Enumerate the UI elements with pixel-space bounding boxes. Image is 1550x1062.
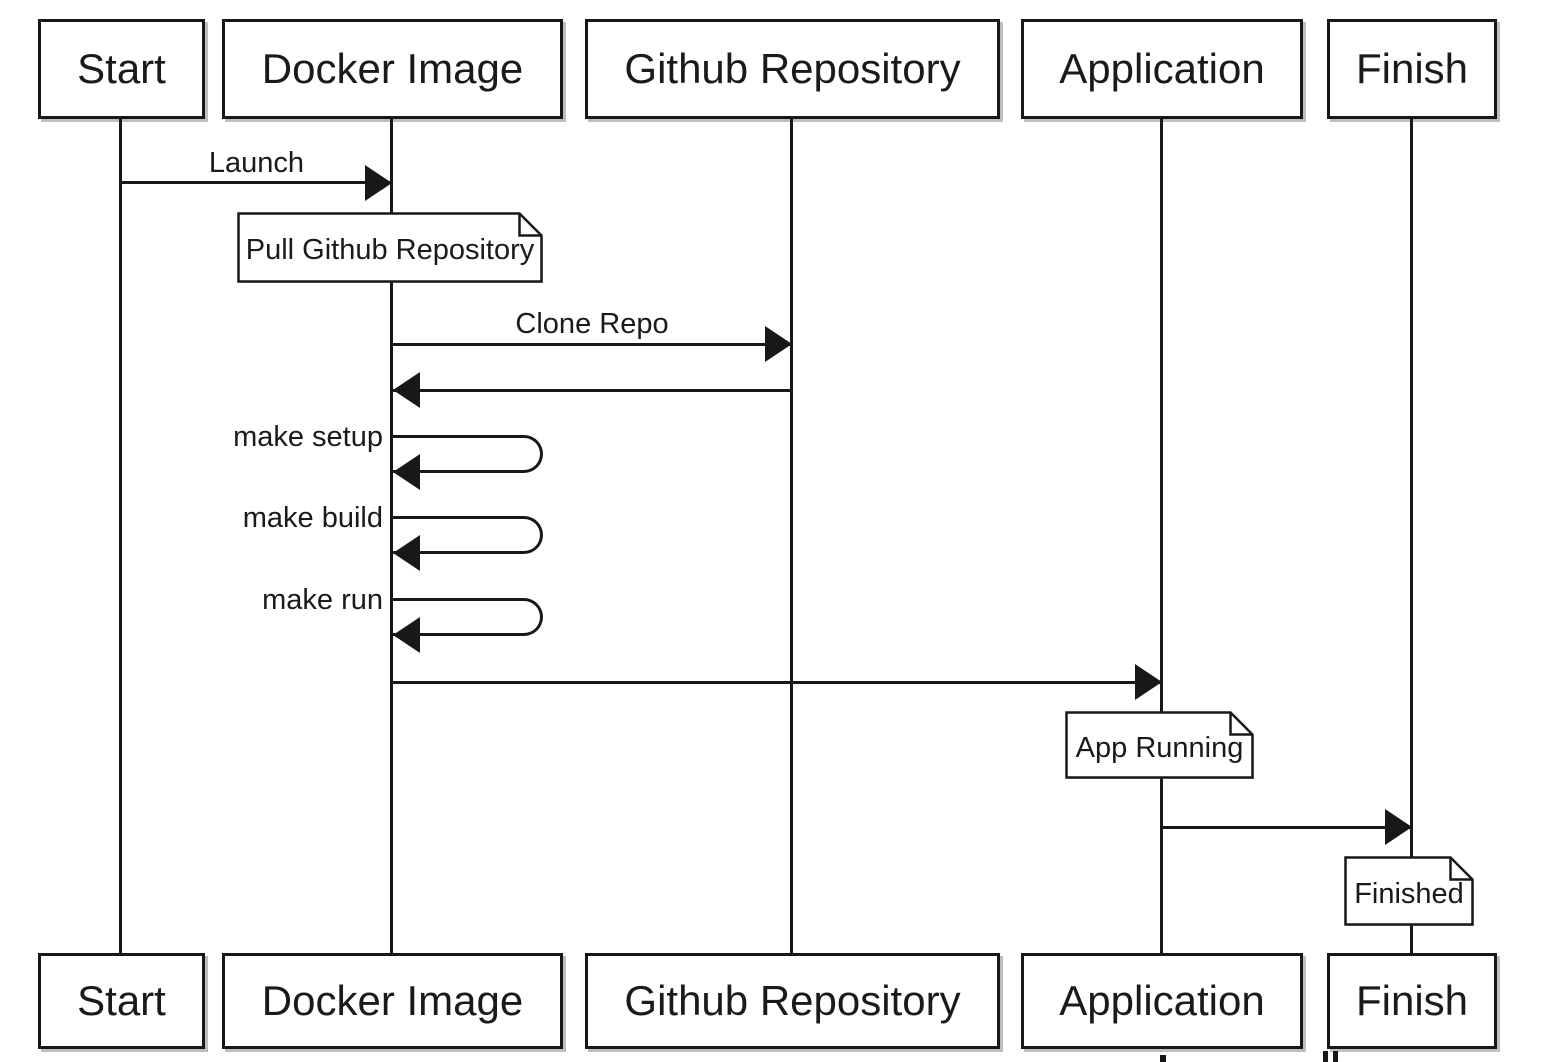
arrowhead-icon	[765, 326, 792, 362]
cropped-text-artifact	[1160, 1055, 1166, 1062]
participant-label: Finish	[1355, 977, 1469, 1024]
message-label-launch: Launch	[208, 147, 305, 179]
arrowhead-icon	[1385, 809, 1412, 845]
note-finished: Finished	[1344, 856, 1474, 926]
note-text: App Running	[1075, 731, 1244, 764]
participant-bottom-start: Start	[38, 953, 205, 1049]
note-shape	[237, 212, 543, 283]
message-line-to-finish	[1162, 826, 1412, 829]
message-line-clone-repo	[392, 343, 792, 346]
participant-bottom-finish: Finish	[1327, 953, 1497, 1049]
arrowhead-icon	[393, 535, 420, 571]
arrowhead-icon	[365, 165, 392, 201]
participant-top-start: Start	[38, 19, 205, 119]
participant-label: Finish	[1355, 45, 1469, 92]
participant-top-finish: Finish	[1327, 19, 1497, 119]
note-shape	[1065, 711, 1254, 779]
note-text: Pull Github Repository	[245, 234, 535, 266]
self-message-loop	[392, 435, 543, 473]
message-label-make-build: make build	[242, 502, 383, 534]
participant-top-application: Application	[1021, 19, 1303, 119]
message-line-launch	[121, 181, 392, 184]
lifeline-finish	[1410, 119, 1413, 953]
lifeline-github-repository	[790, 119, 793, 953]
message-label-clone-repo: Clone Repo	[515, 308, 669, 340]
participant-label: Docker Image	[261, 45, 524, 92]
self-message-loop	[392, 598, 543, 636]
participant-bottom-application: Application	[1021, 953, 1303, 1049]
lifeline-application	[1160, 119, 1163, 953]
participant-label: Application	[1059, 977, 1265, 1024]
participant-bottom-docker-image: Docker Image	[222, 953, 563, 1049]
cropped-text-artifact	[1323, 1051, 1328, 1062]
lifeline-docker-image	[390, 119, 393, 953]
arrowhead-icon	[393, 617, 420, 653]
arrowhead-icon	[393, 372, 420, 408]
arrowhead-icon	[393, 454, 420, 490]
lifeline-start	[119, 119, 122, 953]
participant-bottom-github-repository: Github Repository	[585, 953, 1000, 1049]
note-text: Finished	[1354, 877, 1464, 910]
participant-label: Start	[77, 977, 166, 1024]
participant-label: Start	[77, 45, 166, 92]
note-pull-github-repository: Pull Github Repository	[237, 212, 543, 283]
participant-label: Github Repository	[624, 45, 961, 92]
note-app-running: App Running	[1065, 711, 1254, 779]
message-line-return	[392, 389, 792, 392]
participant-top-docker-image: Docker Image	[222, 19, 563, 119]
message-label-make-setup: make setup	[233, 421, 383, 453]
participant-label: Github Repository	[624, 977, 961, 1024]
message-line-to-application	[392, 681, 1162, 684]
note-shape	[1344, 856, 1474, 926]
cropped-text-artifact	[1333, 1051, 1338, 1062]
participant-top-github-repository: Github Repository	[585, 19, 1000, 119]
message-label-make-run: make run	[262, 584, 383, 616]
arrowhead-icon	[1135, 664, 1162, 700]
participant-label: Application	[1059, 45, 1265, 92]
self-message-loop	[392, 516, 543, 554]
participant-label: Docker Image	[261, 977, 524, 1024]
